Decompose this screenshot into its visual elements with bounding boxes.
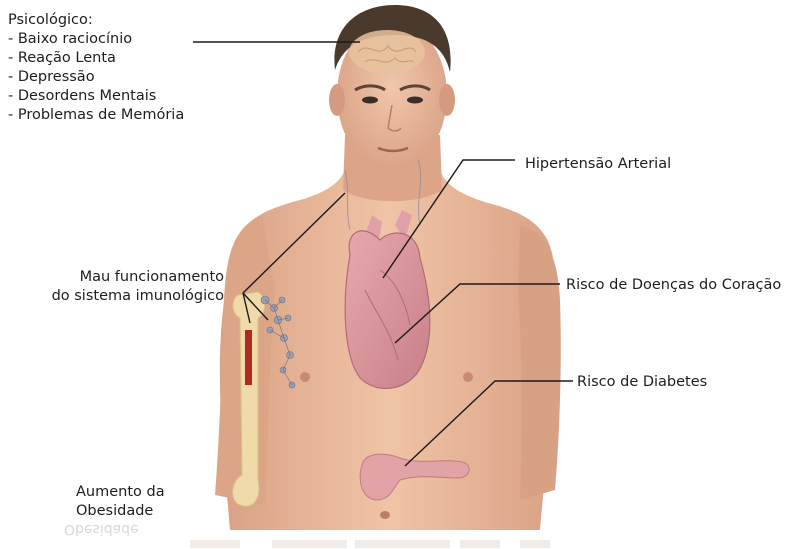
brain-icon [349, 30, 425, 74]
nipple-left [300, 372, 310, 382]
immune-label: Mau funcionamento do sistema imunológico [6, 268, 224, 306]
psychological-label: Psicológico: - Baixo raciocínio - Reação… [8, 11, 184, 125]
list-item: - Desordens Mentais [8, 87, 184, 106]
list-item: - Depressão [8, 68, 184, 87]
obesity-label-line1: Aumento da [76, 483, 165, 502]
psychological-list: - Baixo raciocínio - Reação Lenta - Depr… [8, 30, 184, 125]
list-item: - Problemas de Memória [8, 106, 184, 125]
diabetes-label: Risco de Diabetes [577, 373, 707, 392]
heart-disease-label: Risco de Doenças do Coração [566, 276, 781, 295]
ear-left [329, 84, 345, 116]
list-item: - Baixo raciocínio [8, 30, 184, 49]
right-arm [518, 225, 561, 500]
obesity-label: Aumento da Obesidade [76, 483, 165, 521]
reflection-bar [272, 540, 347, 548]
immune-label-line1: Mau funcionamento [6, 268, 224, 287]
reflection-text: Obesidade [64, 521, 139, 537]
immune-label-line2: do sistema imunológico [6, 287, 224, 306]
reflection-bar [460, 540, 500, 548]
obesity-label-line2: Obesidade [76, 502, 165, 521]
eye-left [362, 97, 378, 104]
nipple-right [463, 372, 473, 382]
hypertension-label: Hipertensão Arterial [525, 155, 671, 174]
psychological-title: Psicológico: [8, 11, 184, 30]
navel [380, 511, 390, 519]
list-item: - Reação Lenta [8, 49, 184, 68]
ear-right [439, 84, 455, 116]
reflection-bar [520, 540, 550, 548]
eye-right [407, 97, 423, 104]
reflection-bar [190, 540, 240, 548]
reflection-bar [355, 540, 450, 548]
